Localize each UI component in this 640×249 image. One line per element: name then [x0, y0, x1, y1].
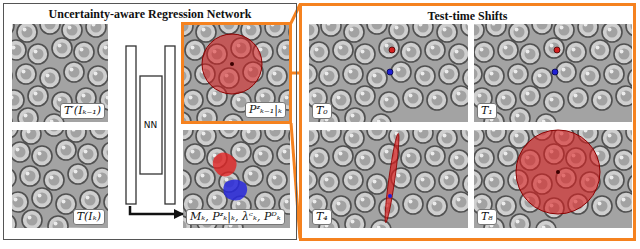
- illustration-part: [297, 14, 499, 148]
- illustration-part: [389, 47, 395, 53]
- illustration-part: [202, 34, 262, 94]
- image-label: T(Iₖ): [73, 209, 105, 225]
- network-symbol: [126, 46, 175, 204]
- illustration-part: [230, 62, 234, 66]
- output-image: Mₖ, Pᶻₖ|ₖ, λᶜₖ, Pᴰₖ: [183, 130, 290, 228]
- connector: [130, 206, 183, 214]
- image-label: T₈: [477, 209, 497, 225]
- illustration-part: [387, 69, 393, 75]
- panel-title: Test-time Shifts: [428, 9, 508, 24]
- panel-title: Uncertainty-aware Regression Network: [49, 7, 252, 22]
- illustration-part: [388, 194, 392, 198]
- illustration-part: [297, 120, 499, 249]
- prediction-image: Pᶻₖ₋₁|ₖ: [181, 22, 292, 124]
- illustration-part: [223, 179, 247, 200]
- shifts-panel: Test-time ShiftsT₀ T₁ T₄ T₈: [299, 3, 636, 241]
- illustration-part: [516, 130, 600, 214]
- illustration-part: [297, 120, 499, 249]
- shift-image: T₈: [474, 130, 632, 228]
- image-label: Mₖ, Pᶻₖ|ₖ, λᶜₖ, Pᴰₖ: [186, 209, 285, 225]
- illustration-part: [126, 46, 136, 204]
- illustration-part: [462, 14, 640, 148]
- illustration-part: [462, 120, 640, 249]
- illustration-part: [383, 133, 401, 223]
- illustration-part: [140, 76, 162, 174]
- illustration-part: [165, 46, 175, 204]
- connector: [292, 72, 299, 75]
- image-label: T₄: [312, 209, 332, 225]
- uncertainty-overlay: [202, 34, 600, 223]
- shift-image: T₄: [309, 130, 468, 228]
- image-label: T₀: [312, 103, 332, 119]
- shift-image: T₁: [474, 24, 632, 122]
- illustration-part: [462, 120, 640, 249]
- regression-panel: Uncertainty-aware Regression NetworkT′(I…: [3, 3, 297, 240]
- illustration-part: [552, 69, 558, 75]
- input-image: T(Iₖ): [12, 130, 108, 228]
- shift-image: T₀: [309, 24, 468, 122]
- illustration-part: [297, 14, 499, 148]
- illustration-part: [556, 170, 560, 174]
- illustration-part: [554, 47, 560, 53]
- input-image: T′(Iₖ₋₁): [12, 24, 108, 122]
- image-label: Pᶻₖ₋₁|ₖ: [245, 102, 286, 118]
- image-label: T′(Iₖ₋₁): [60, 103, 105, 119]
- network-label: NN: [144, 120, 157, 130]
- illustration-part: [213, 152, 237, 176]
- network-block: NN: [124, 44, 177, 206]
- image-label: T₁: [477, 103, 497, 119]
- illustration-part: [462, 14, 640, 148]
